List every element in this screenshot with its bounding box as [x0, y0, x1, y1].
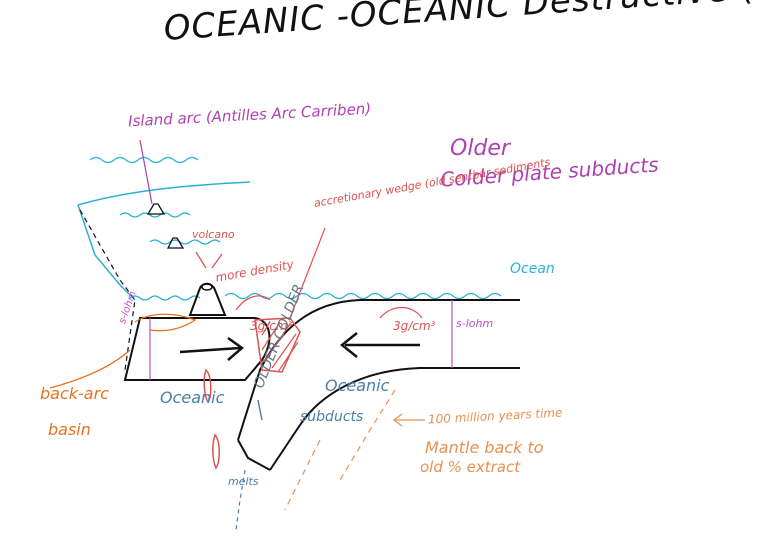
- oceanic-right-label: Oceanic: [325, 378, 389, 394]
- ocean-label: Ocean: [510, 262, 555, 276]
- melt-blob-2: [213, 435, 219, 468]
- mantle-label-line2: old % extract: [420, 460, 520, 475]
- backarc-label-line2: basin: [48, 422, 91, 438]
- slab-down-arrow: [258, 400, 262, 420]
- mantle-dashed-1: [340, 390, 395, 480]
- wave-4: [130, 296, 200, 300]
- mantle-label-line1: Mantle back to: [425, 440, 544, 456]
- volcano-red-arrow-left: [196, 252, 206, 268]
- density-arc-right: [380, 308, 422, 319]
- backarc-pointer: [50, 350, 130, 388]
- melts-label: melts: [228, 476, 259, 487]
- s-label-right: s-lohm: [456, 318, 493, 329]
- island-arc-pointer: [140, 140, 152, 204]
- mantle-dashed-2: [285, 440, 320, 510]
- volcano-vent: [202, 284, 212, 290]
- backarc-label-line1: back-arc: [40, 386, 109, 402]
- sea-surface-top: [78, 182, 250, 205]
- sea-surface-line: [78, 205, 135, 300]
- oceanic-left-label: Oceanic: [160, 390, 224, 406]
- overriding-plate: [125, 318, 269, 380]
- main-volcano: [190, 284, 225, 315]
- left-plate-arrow: [180, 348, 240, 352]
- subducting-plate-tip: [238, 440, 270, 470]
- volcano-label: volcano: [192, 229, 235, 240]
- volcano-red-arrow-right: [212, 254, 222, 268]
- older-label: Older: [450, 138, 510, 160]
- small-volcano-1: [148, 204, 164, 214]
- backarc-outline: [135, 314, 195, 330]
- density-right-label: 3g/cm³: [393, 320, 435, 332]
- subducts-label: subducts: [300, 410, 363, 424]
